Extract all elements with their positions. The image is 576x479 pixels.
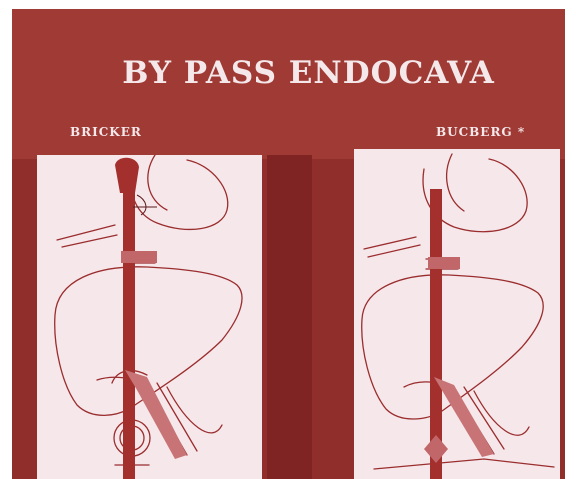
slide: BY PASS ENDOCAVA BRICKER BUCBERG * xyxy=(12,9,565,479)
bypass-diagram-bricker-illustration xyxy=(37,155,262,479)
slide-title: BY PASS ENDOCAVA xyxy=(12,55,565,91)
divider-band xyxy=(267,155,312,479)
label-bucberg: BUCBERG * xyxy=(436,125,525,139)
panel-bucberg xyxy=(354,149,560,479)
panel-bricker xyxy=(37,155,262,479)
label-bricker: BRICKER xyxy=(70,125,142,139)
bypass-diagram-bucberg-illustration xyxy=(354,149,560,479)
